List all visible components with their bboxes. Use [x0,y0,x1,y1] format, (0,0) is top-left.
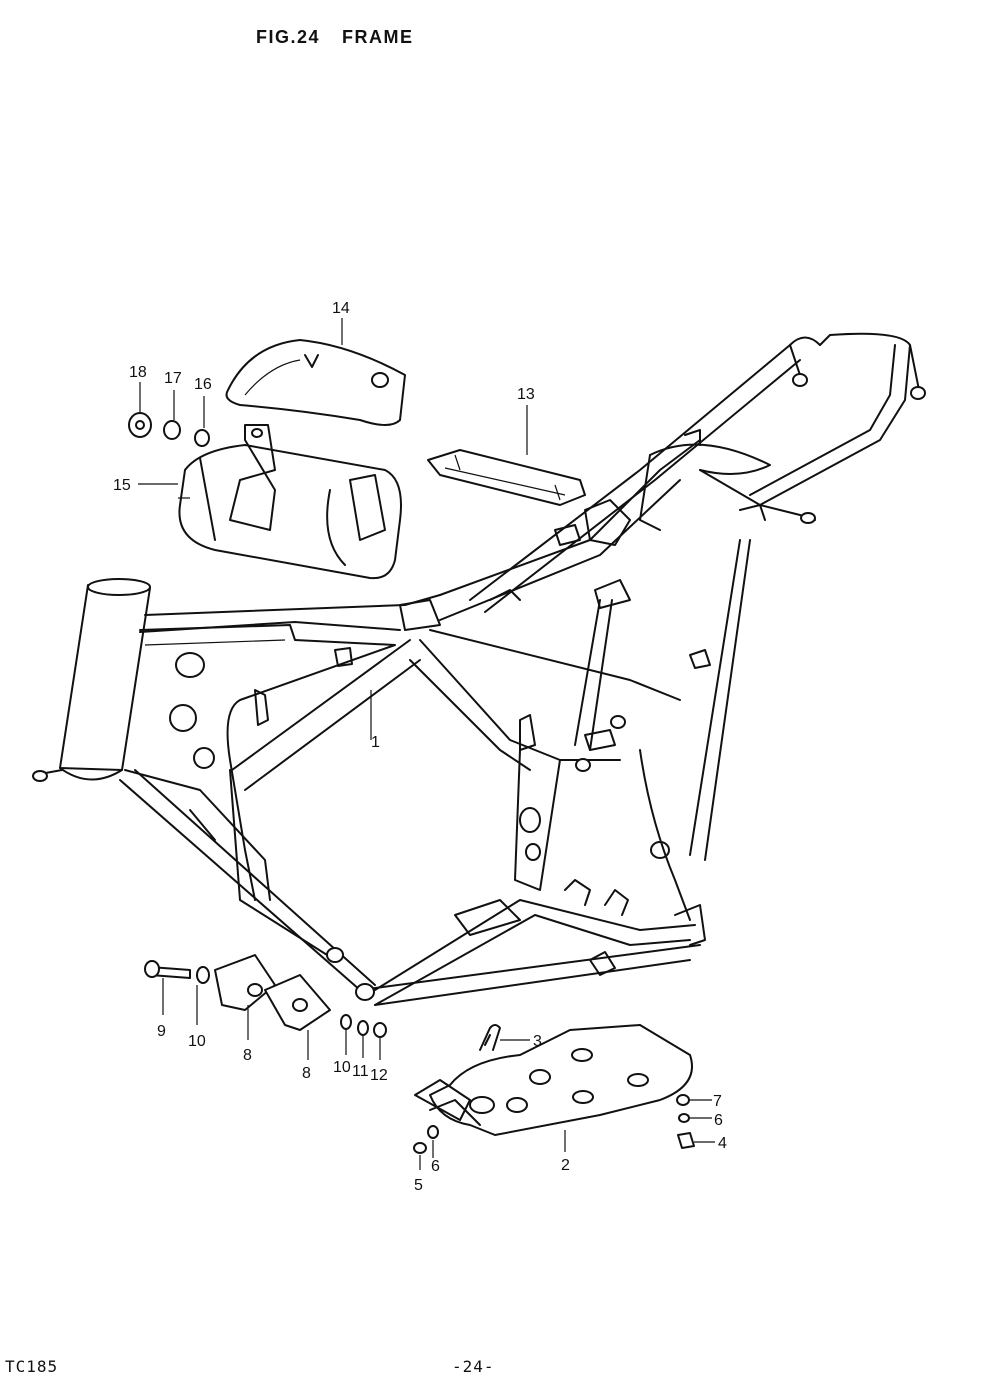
callout-18: 18 [129,364,147,381]
callout-15: 15 [113,477,131,494]
callout-12: 12 [370,1067,388,1084]
callout-1: 1 [371,734,380,751]
callout-13: 13 [517,386,535,403]
model-code: TC185 [5,1357,59,1376]
callout-9: 9 [157,1023,166,1040]
callout-7: 7 [713,1093,722,1110]
seat-cover [225,339,406,426]
callout-14: 14 [332,300,350,317]
figure-number: FIG.24 [256,27,321,47]
callout-8-left: 8 [243,1047,252,1064]
oil-tank [178,424,402,580]
callout-8-right: 8 [302,1065,311,1082]
callout-4: 4 [718,1135,727,1152]
callout-5: 5 [414,1177,423,1194]
callout-17: 17 [164,370,182,387]
callout-2: 2 [561,1157,570,1174]
callout-11: 11 [352,1063,369,1080]
leader-lines [138,318,715,1170]
page-number: -24- [452,1357,495,1376]
callout-6-upper: 6 [714,1112,723,1129]
callout-3: 3 [533,1033,542,1050]
figure-title: FRAME [342,27,414,47]
callout-10-right: 10 [333,1059,351,1076]
hardware [128,412,695,1154]
skid-plate [414,1024,693,1136]
main-frame [32,332,926,1006]
callout-labels: 1 2 3 4 5 6 6 7 8 8 9 10 10 11 12 13 14 … [113,300,727,1194]
tank-strap [427,449,586,506]
callout-6-lower: 6 [431,1158,440,1175]
callout-16: 16 [194,376,212,393]
callout-10-left: 10 [188,1033,206,1050]
